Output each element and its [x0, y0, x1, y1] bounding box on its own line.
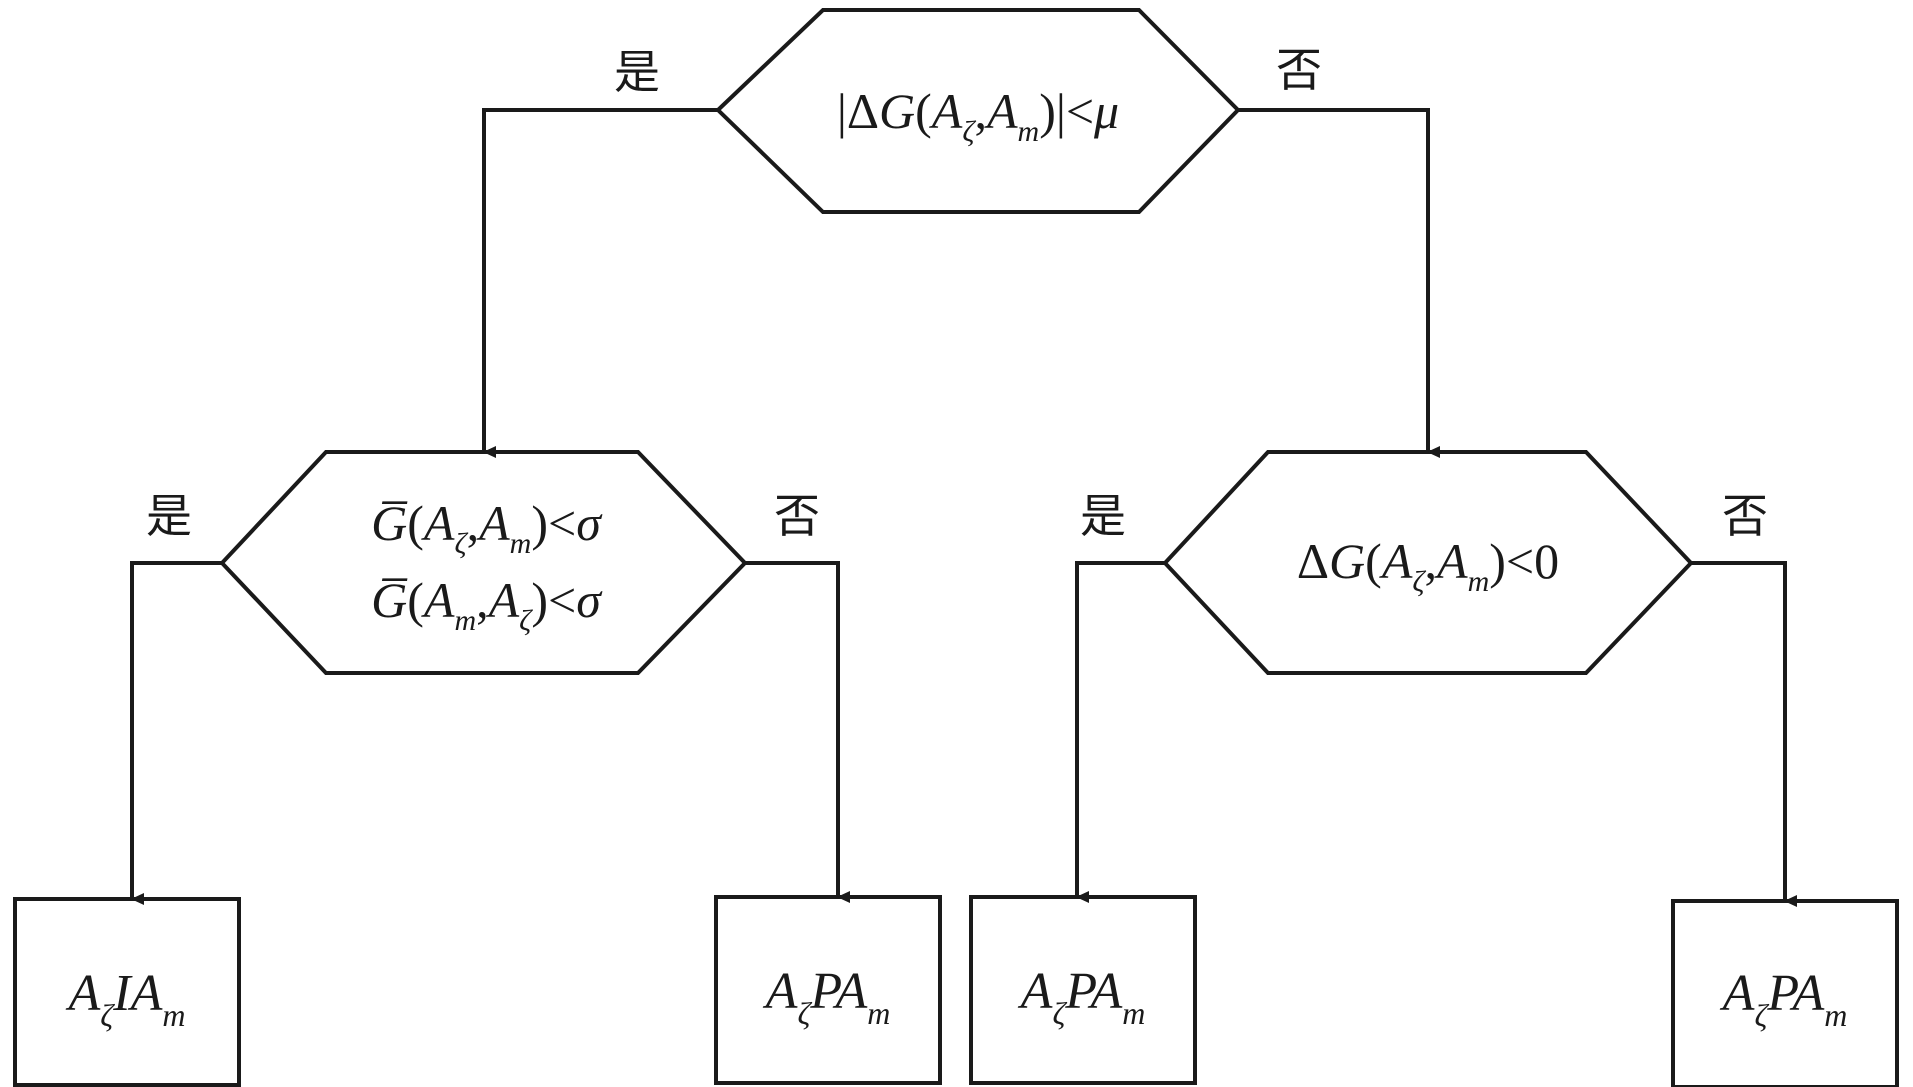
- arrow-right-yes: [1075, 561, 1165, 903]
- arrow-right-no: [1691, 561, 1797, 907]
- label-left-yes: 是: [146, 489, 192, 543]
- outcome-label-1: AζIAm: [66, 965, 186, 1033]
- arrow-top-yes: [482, 108, 718, 458]
- arrow-left-no: [745, 561, 850, 903]
- label-top-yes: 是: [614, 45, 660, 99]
- outcome-box-4: [1671, 899, 1899, 1087]
- label-right-no: 否: [1722, 489, 1768, 543]
- outcome-box-2: [714, 895, 942, 1085]
- formula-left-line2: G̅(Am,Aζ)<σ: [371, 572, 603, 637]
- label-top-no: 否: [1276, 43, 1322, 97]
- outcome-box-3: [969, 895, 1197, 1085]
- formula-right: ΔG(Aζ,Am)<0: [1297, 533, 1559, 598]
- formula-left-line1: G̅(Aζ,Am)<σ: [371, 495, 603, 560]
- arrow-top-no: [1238, 108, 1440, 458]
- formula-top: |ΔG(Aζ,Am)|<μ: [837, 83, 1119, 148]
- outcome-box-1: [13, 897, 241, 1087]
- arrow-left-yes: [130, 561, 222, 905]
- label-right-yes: 是: [1080, 489, 1126, 543]
- outcome-label-2: AζPAm: [763, 963, 891, 1031]
- outcome-label-3: AζPAm: [1018, 963, 1146, 1031]
- outcome-label-4: AζPAm: [1720, 965, 1848, 1033]
- label-left-no: 否: [774, 489, 820, 543]
- decision-node-left: [219, 450, 748, 675]
